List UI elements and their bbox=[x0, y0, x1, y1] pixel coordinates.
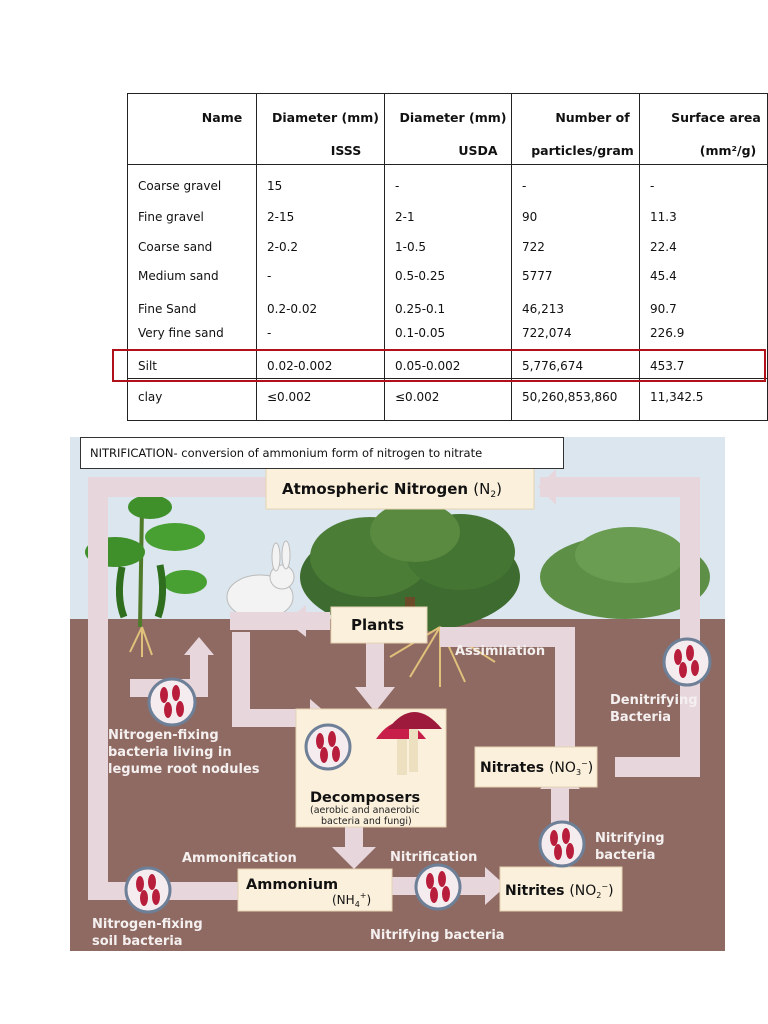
mushroom-icon bbox=[376, 712, 442, 775]
diagram-caption: NITRIFICATION- conversion of ammonium fo… bbox=[80, 437, 564, 469]
decomposers-label: Decomposers bbox=[310, 790, 420, 806]
table-row-clay: clay ≤0.002 ≤0.002 50,260,853,860 11,342… bbox=[127, 378, 768, 421]
nitrates-label: Nitrates (NO3−) bbox=[480, 759, 593, 777]
table-cell: 2-0.2 bbox=[267, 240, 299, 254]
ammonium-box bbox=[237, 868, 393, 912]
column-usda: - 2-1 1-0.5 0.5-0.25 0.25-0.1 0.1-0.05 0… bbox=[384, 164, 512, 379]
table-cell: 0.05-0.002 bbox=[395, 359, 461, 373]
header-particles-per-gram: Number of particles/gram bbox=[511, 93, 640, 165]
table-cell: - bbox=[650, 179, 655, 193]
nitrates-box bbox=[474, 746, 598, 788]
ammonium-formula: (NH4+) bbox=[332, 891, 371, 909]
table-cell: clay bbox=[127, 378, 257, 421]
table-cell: ≤0.002 bbox=[256, 378, 385, 421]
table-cell: 0.02-0.002 bbox=[267, 359, 333, 373]
table-cell: 90.7 bbox=[650, 302, 677, 316]
nitrification-label: Nitrification bbox=[390, 850, 477, 865]
bacteria-icon bbox=[538, 820, 586, 868]
table-cell: 0.2-0.02 bbox=[267, 302, 318, 316]
column-surface-area: - 11.3 22.4 45.4 90.7 226.9 453.7 bbox=[639, 164, 768, 379]
decomposers-sub-line1: (aerobic and anaerobic bbox=[310, 805, 420, 816]
bacteria-icon bbox=[662, 637, 712, 687]
column-particles: - 90 722 5777 46,213 722,074 5,776,674 bbox=[511, 164, 640, 379]
table-cell: 1-0.5 bbox=[395, 240, 427, 254]
table-cell: 11,342.5 bbox=[639, 378, 768, 421]
nfix-legume-label-line1: Nitrogen-fixing bbox=[108, 728, 219, 743]
header-name: Name bbox=[127, 93, 257, 165]
table-cell: 226.9 bbox=[650, 326, 685, 340]
table-cell: 0.25-0.1 bbox=[395, 302, 446, 316]
bacteria-icons bbox=[124, 637, 712, 914]
table-cell: 722,074 bbox=[522, 326, 572, 340]
nitrites-label: Nitrites (NO2−) bbox=[505, 882, 614, 900]
plants-label: Plants bbox=[351, 616, 404, 634]
nitrifying-bacteria-label: Nitrifying bacteria bbox=[370, 928, 505, 943]
nfix-legume-label-line2: bacteria living in bbox=[108, 745, 232, 760]
table-cell: 2-1 bbox=[395, 210, 415, 224]
tree-roots bbox=[389, 626, 496, 687]
bacteria-icon bbox=[414, 863, 462, 911]
decomposers-sub-line2: bacteria and fungi) bbox=[321, 816, 412, 827]
soil-particle-table: Name Diameter (mm) ISSS Diameter (mm) US… bbox=[127, 93, 768, 421]
table-cell: 22.4 bbox=[650, 240, 677, 254]
assimilation-label: Assimilation bbox=[455, 644, 545, 659]
table-cell: Coarse gravel bbox=[138, 179, 222, 193]
nfix-legume-label-line3: legume root nodules bbox=[108, 762, 260, 777]
bean-roots bbox=[129, 626, 153, 657]
header-surface-area: Surface area (mm²/g) bbox=[639, 93, 768, 165]
table-cell: 453.7 bbox=[650, 359, 685, 373]
table-cell: 45.4 bbox=[650, 269, 677, 283]
table-cell: ≤0.002 bbox=[384, 378, 512, 421]
table-cell: 15 bbox=[267, 179, 283, 193]
table-cell: Fine gravel bbox=[138, 210, 204, 224]
table-cell: 11.3 bbox=[650, 210, 677, 224]
table-header-row: Name Diameter (mm) ISSS Diameter (mm) US… bbox=[127, 93, 768, 165]
table-cell: Medium sand bbox=[138, 269, 219, 283]
nfix-soil-label-line1: Nitrogen-fixing bbox=[92, 917, 203, 932]
header-diameter-usda: Diameter (mm) USDA bbox=[384, 93, 512, 165]
plants-box bbox=[330, 606, 428, 644]
denitrifying-label-line1: Denitrifying bbox=[610, 693, 698, 708]
table-cell: 2-15 bbox=[267, 210, 295, 224]
table-cell: Silt bbox=[138, 359, 157, 373]
nitrifying-label-line2: bacteria bbox=[595, 848, 655, 863]
header-diameter-isss: Diameter (mm) ISSS bbox=[256, 93, 385, 165]
table-cell: 50,260,853,860 bbox=[511, 378, 640, 421]
table-cell: 90 bbox=[522, 210, 538, 224]
table-cell: - bbox=[267, 269, 272, 283]
column-isss: 15 2-15 2-0.2 - 0.2-0.02 - 0.02-0.002 bbox=[256, 164, 385, 379]
forest-illustration bbox=[300, 502, 710, 632]
table-cell: 0.1-0.05 bbox=[395, 326, 446, 340]
column-name: Coarse gravel Fine gravel Coarse sand Me… bbox=[127, 164, 257, 379]
nfix-soil-label-line2: soil bacteria bbox=[92, 934, 183, 949]
bacteria-icon bbox=[124, 866, 172, 914]
nitrites-box bbox=[499, 866, 623, 912]
ammonification-label: Ammonification bbox=[182, 851, 297, 866]
rabbit-illustration bbox=[226, 540, 295, 620]
table-cell: 722 bbox=[522, 240, 545, 254]
bacteria-icon bbox=[304, 723, 352, 771]
table-cell: - bbox=[395, 179, 400, 193]
nitrifying-label-line1: Nitrifying bbox=[595, 831, 665, 846]
atmospheric-nitrogen-box bbox=[265, 466, 535, 510]
table-cell: 0.5-0.25 bbox=[395, 269, 446, 283]
table-cell: Fine Sand bbox=[138, 302, 197, 316]
table-cell: Coarse sand bbox=[138, 240, 213, 254]
table-cell: 46,213 bbox=[522, 302, 564, 316]
silt-row-highlight bbox=[112, 349, 766, 382]
table-cell: Very fine sand bbox=[138, 326, 224, 340]
table-cell: - bbox=[267, 326, 272, 340]
table-cell: 5777 bbox=[522, 269, 553, 283]
table-body: Coarse gravel Fine gravel Coarse sand Me… bbox=[127, 164, 768, 379]
table-cell: - bbox=[522, 179, 527, 193]
nitrogen-cycle-diagram: Atmospheric Nitrogen (N2) Plants Assimil… bbox=[70, 437, 725, 951]
denitrifying-label-line2: Bacteria bbox=[610, 710, 671, 725]
table-cell: 5,776,674 bbox=[522, 359, 584, 373]
bacteria-icon bbox=[147, 677, 197, 727]
atmospheric-nitrogen-label: Atmospheric Nitrogen (N2) bbox=[282, 480, 502, 500]
ammonium-label: Ammonium bbox=[246, 877, 338, 893]
